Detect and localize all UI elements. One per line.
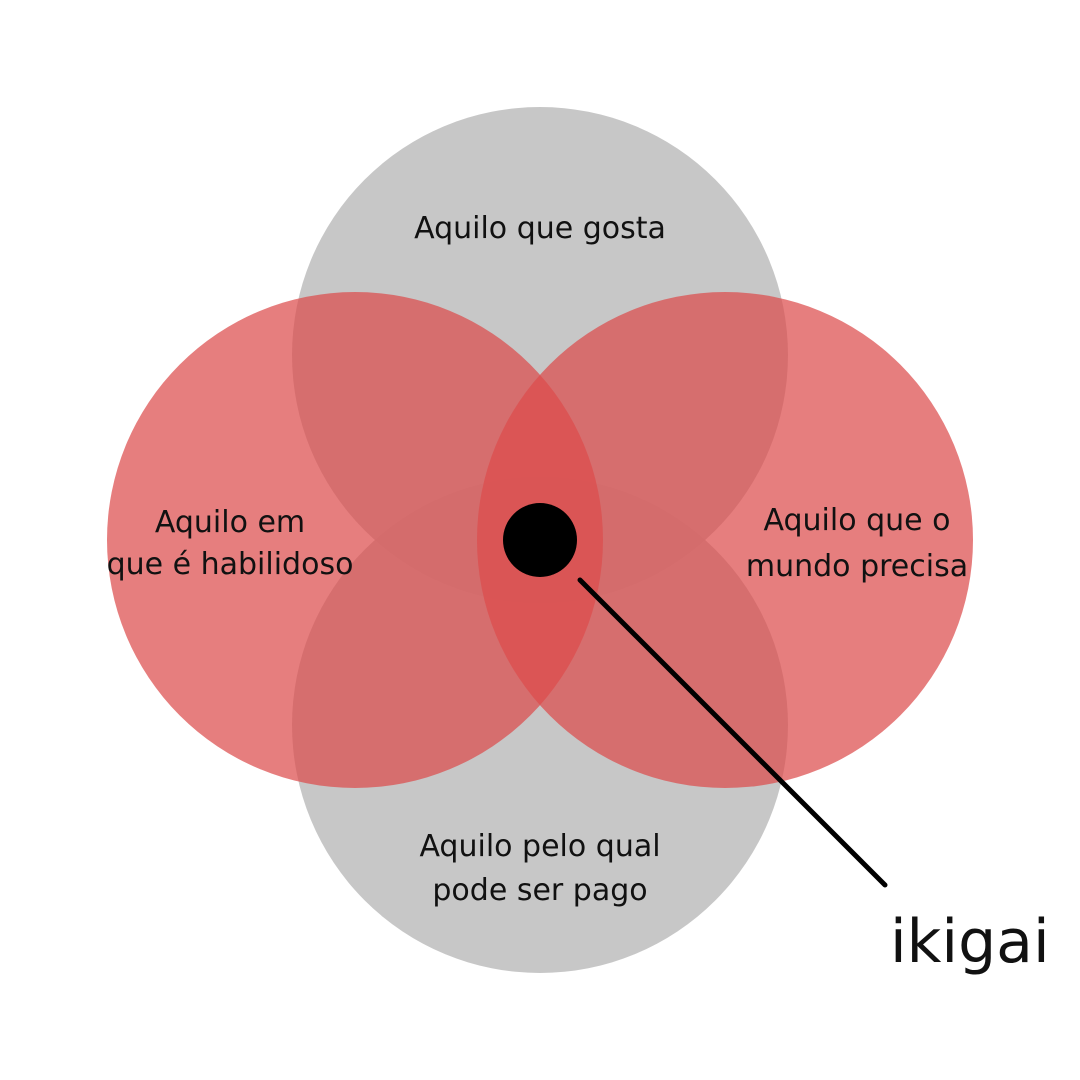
label-bottom-line1: Aquilo pelo qual bbox=[419, 829, 660, 864]
label-bottom-line2: pode ser pago bbox=[432, 873, 647, 908]
label-top-line1: Aquilo que gosta bbox=[414, 211, 666, 246]
label-left-line1: Aquilo em bbox=[155, 505, 305, 540]
circle-right-world-needs bbox=[477, 292, 973, 788]
ikigai-label: ikigai bbox=[890, 907, 1050, 977]
center-dot-icon bbox=[503, 503, 577, 577]
label-left-line2: que é habilidoso bbox=[107, 547, 354, 582]
leader-line bbox=[577, 577, 888, 888]
label-right-line2: mundo precisa bbox=[746, 549, 968, 584]
circle-left-skilled bbox=[107, 292, 603, 788]
label-right-line1: Aquilo que o bbox=[763, 503, 950, 538]
